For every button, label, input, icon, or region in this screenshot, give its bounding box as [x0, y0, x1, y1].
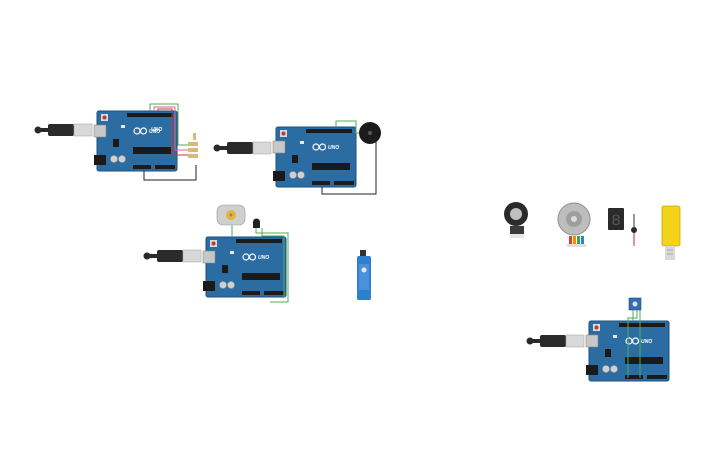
wires[interactable]: [143, 103, 197, 181]
vibration-motor[interactable]: [631, 214, 637, 246]
wires[interactable]: [627, 310, 641, 378]
temperature-sensor[interactable]: [253, 218, 260, 229]
dc-motor[interactable]: [216, 204, 246, 226]
micro-servo[interactable]: [357, 250, 371, 300]
resistors[interactable]: [188, 133, 198, 158]
usb-cable[interactable]: [143, 249, 202, 263]
arduino-uno-board[interactable]: [202, 236, 287, 298]
usb-cable[interactable]: [526, 334, 585, 348]
small-sensor-module[interactable]: [628, 297, 642, 311]
wires[interactable]: [231, 225, 289, 303]
piezo-buzzer[interactable]: [359, 122, 381, 144]
yellow-dc-gearmotor[interactable]: [661, 205, 681, 260]
wires[interactable]: [321, 120, 377, 195]
usb-cable[interactable]: [213, 141, 272, 155]
board-label: UNO: [151, 127, 162, 133]
segment-digit: 8: [611, 212, 621, 230]
rotary-encoder[interactable]: [504, 202, 528, 238]
arduino-uno-board[interactable]: UNO: [93, 110, 178, 172]
gear-motor-encoder[interactable]: [557, 202, 591, 247]
seven-segment-display[interactable]: 8: [608, 208, 624, 230]
usb-cable[interactable]: [34, 123, 93, 137]
arduino-uno-board[interactable]: [272, 126, 357, 188]
